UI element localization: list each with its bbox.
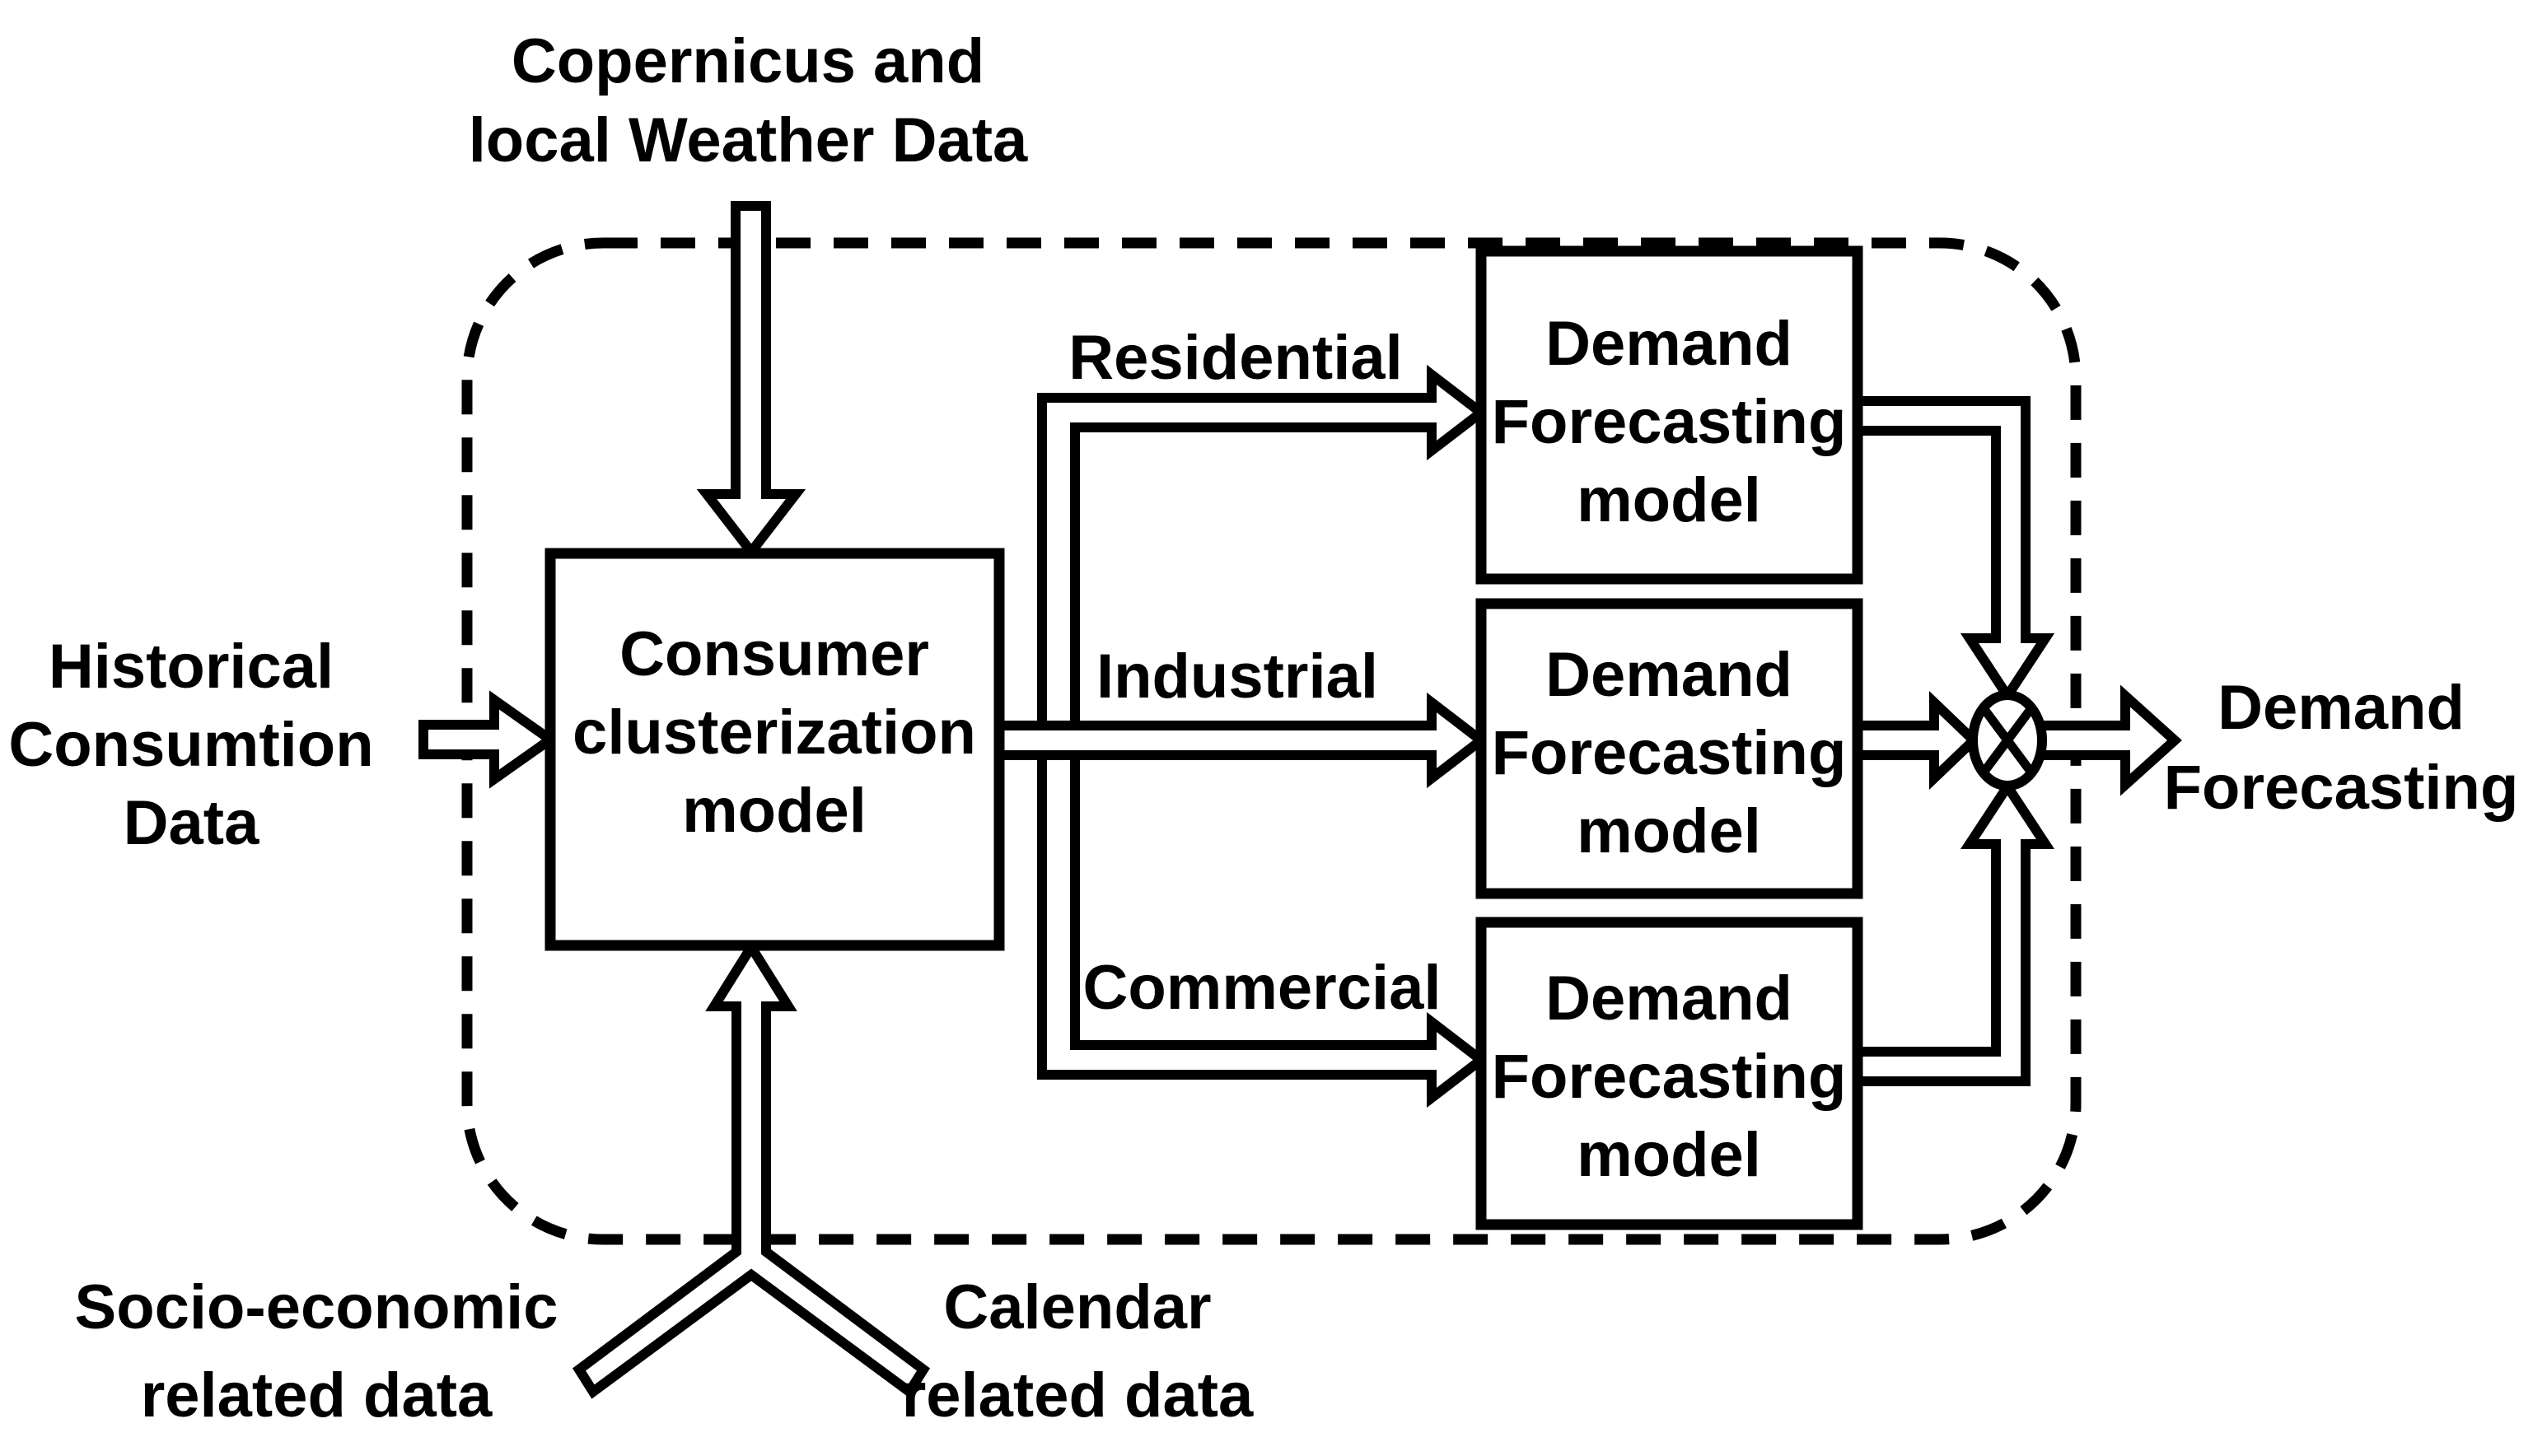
combiner-multiply-icon [1968, 690, 2047, 791]
forecasting-box-industrial-label: Demand Forecasting model [1492, 640, 1847, 866]
socio-label-line1: Socio-economic [75, 1272, 558, 1342]
consumer-clusterization-box [544, 548, 1005, 951]
combiner-x-stroke-2 [1979, 705, 2035, 776]
output-label-line2: Forecasting [2164, 753, 2519, 823]
socio-label-line2: related data [141, 1360, 493, 1430]
clusterization-label-line1: Consumer [619, 619, 929, 689]
forecasting-3-line2: Forecasting [1492, 1042, 1847, 1112]
forecasting-1-line2: Forecasting [1492, 387, 1847, 457]
forecasting-1-line1: Demand [1545, 309, 1792, 379]
forecasting-2-line3: model [1577, 796, 1761, 866]
calendar-label: Calendar related data [902, 1272, 1254, 1430]
weather-input-arrow [696, 201, 806, 560]
forecasting-3-line1: Demand [1545, 964, 1792, 1034]
demand-forecasting-output-label: Demand Forecasting [2164, 673, 2519, 823]
residential-branch-arrow [1037, 364, 1489, 730]
socio-calendar-merge-arrow [572, 937, 931, 1399]
calendar-label-line1: Calendar [943, 1272, 1211, 1342]
historical-input-arrow [418, 690, 559, 789]
clusterization-label-line3: model [682, 776, 867, 846]
final-output-arrow [2036, 684, 2182, 796]
historical-label-line2: Consumtion [8, 710, 373, 780]
commercial-output-arrow [1853, 777, 2055, 1086]
industrial-branch-arrow [994, 692, 1489, 789]
historical-label-line3: Data [124, 788, 259, 858]
residential-branch-label: Residential [1068, 323, 1402, 393]
commercial-branch-arrow [1037, 750, 1489, 1108]
weather-label-line1: Copernicus and [512, 26, 984, 96]
forecasting-2-line2: Forecasting [1492, 718, 1847, 788]
industrial-branch-label: Industrial [1096, 642, 1378, 712]
residential-output-arrow [1853, 396, 2055, 705]
forecasting-2-line1: Demand [1545, 640, 1792, 710]
forecasting-3-line3: model [1577, 1120, 1761, 1190]
historical-consumption-label: Historical Consumtion Data [8, 632, 373, 858]
historical-label-line1: Historical [49, 632, 334, 702]
output-label-line1: Demand [2218, 673, 2465, 743]
calendar-label-line2: related data [902, 1360, 1254, 1430]
forecasting-box-commercial-label: Demand Forecasting model [1492, 964, 1847, 1190]
forecasting-box-residential [1475, 245, 1863, 585]
industrial-output-arrow [1853, 690, 1981, 791]
socio-economic-label: Socio-economic related data [75, 1272, 558, 1430]
commercial-branch-label: Commercial [1082, 953, 1441, 1023]
forecasting-box-industrial [1475, 598, 1863, 899]
forecasting-1-line3: model [1577, 465, 1761, 535]
weather-data-label: Copernicus and local Weather Data [469, 26, 1028, 175]
clusterization-label-line2: clusterization [572, 698, 976, 768]
forecasting-box-commercial [1475, 917, 1863, 1230]
consumer-clusterization-label: Consumer clusterization model [572, 619, 976, 846]
weather-label-line2: local Weather Data [469, 105, 1028, 175]
forecasting-box-residential-label: Demand Forecasting model [1492, 309, 1847, 535]
